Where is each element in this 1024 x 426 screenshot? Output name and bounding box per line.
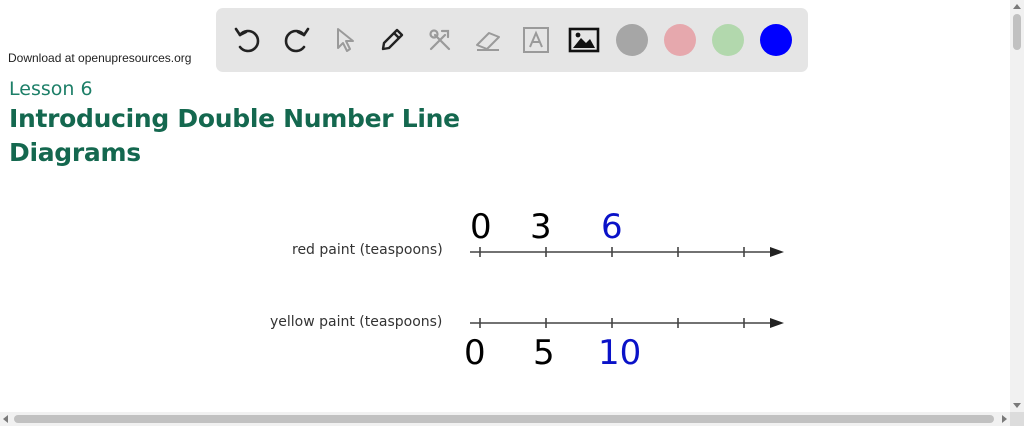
horizontal-scroll-thumb[interactable]: [14, 415, 994, 423]
tools-icon: [429, 29, 451, 51]
yellow-value-2: 10: [598, 333, 641, 373]
yellow-number-line: [470, 318, 784, 328]
color-swatch-green[interactable]: [712, 24, 744, 56]
red-value-1: 3: [530, 207, 552, 247]
pencil-icon: [381, 28, 404, 51]
vertical-scroll-thumb[interactable]: [1013, 14, 1021, 50]
yellow-paint-label: yellow paint (teaspoons): [270, 314, 443, 330]
double-number-line: 0 3 6 0 5 10: [464, 207, 784, 373]
redo-button[interactable]: [276, 20, 316, 60]
color-swatch-blue[interactable]: [760, 24, 792, 56]
image-button[interactable]: [564, 20, 604, 60]
tools-button[interactable]: [420, 20, 460, 60]
image-icon: [568, 27, 600, 53]
scrollbar-corner: [1010, 412, 1024, 426]
scroll-down-arrow-icon[interactable]: [1013, 403, 1021, 408]
red-paint-label: red paint (teaspoons): [292, 242, 443, 258]
red-value-2: 6: [601, 207, 623, 247]
lesson-label: Lesson 6: [9, 78, 93, 100]
color-swatch-pink[interactable]: [664, 24, 696, 56]
text-button[interactable]: [516, 20, 556, 60]
color-swatch-gray[interactable]: [616, 24, 648, 56]
pencil-button[interactable]: [372, 20, 412, 60]
pointer-icon: [337, 28, 354, 52]
horizontal-scrollbar[interactable]: [0, 412, 1010, 426]
scroll-left-arrow-icon[interactable]: [3, 415, 8, 423]
yellow-value-0: 0: [464, 333, 486, 373]
eraser-button[interactable]: [468, 20, 508, 60]
download-notice: Download at openupresources.org: [8, 51, 192, 65]
scroll-up-arrow-icon[interactable]: [1013, 4, 1021, 9]
text-icon: [523, 27, 549, 53]
undo-button[interactable]: [228, 20, 268, 60]
page-title: Introducing Double Number Line Diagrams: [9, 104, 460, 167]
pointer-button[interactable]: [324, 20, 364, 60]
eraser-icon: [476, 32, 500, 51]
scroll-right-arrow-icon[interactable]: [1002, 415, 1007, 423]
vertical-scrollbar[interactable]: [1010, 0, 1024, 412]
redo-icon: [284, 27, 310, 53]
undo-icon: [234, 27, 260, 53]
red-number-line: [470, 247, 784, 257]
red-value-0: 0: [470, 207, 492, 247]
drawing-toolbar: [216, 8, 808, 72]
yellow-value-1: 5: [533, 333, 555, 373]
